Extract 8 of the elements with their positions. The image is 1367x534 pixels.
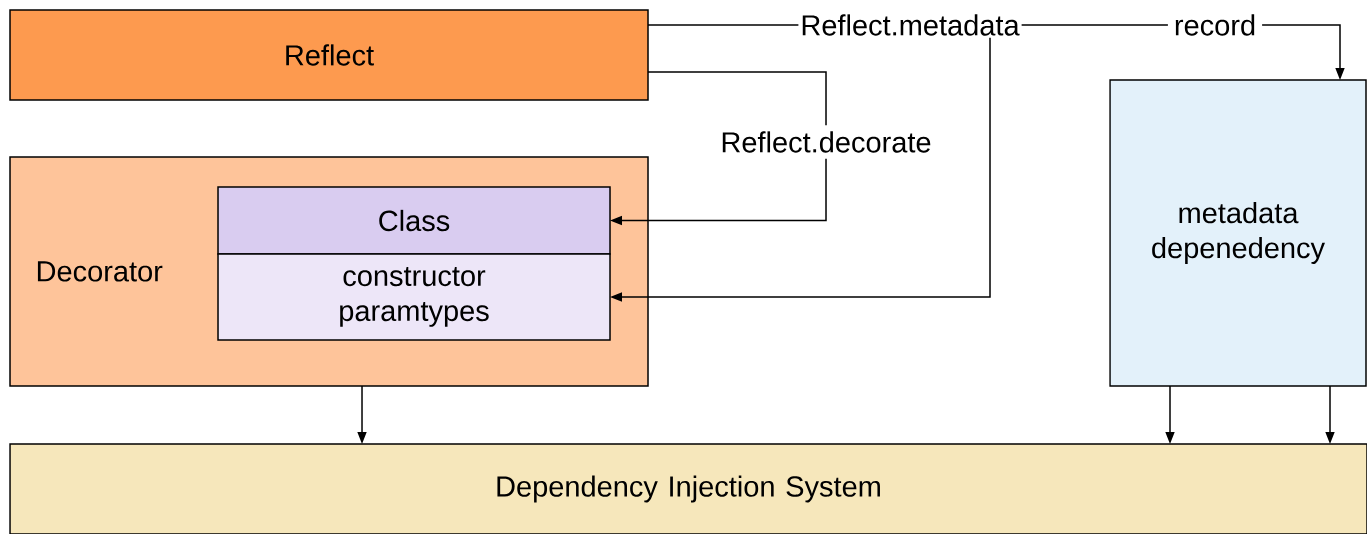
paramtypes-box: constructor paramtypes (217, 253, 611, 341)
edge-label: Reflect.decorate (714, 125, 938, 159)
metadata-box: metadata depenedency (1109, 79, 1367, 387)
class-box: Class (217, 186, 611, 255)
edge-label: record (1167, 8, 1263, 42)
system-box: Dependency Injection System (9, 443, 1367, 534)
reflect-box: Reflect (9, 9, 649, 101)
bare-text: Reflect.metadata (798, 12, 1022, 38)
